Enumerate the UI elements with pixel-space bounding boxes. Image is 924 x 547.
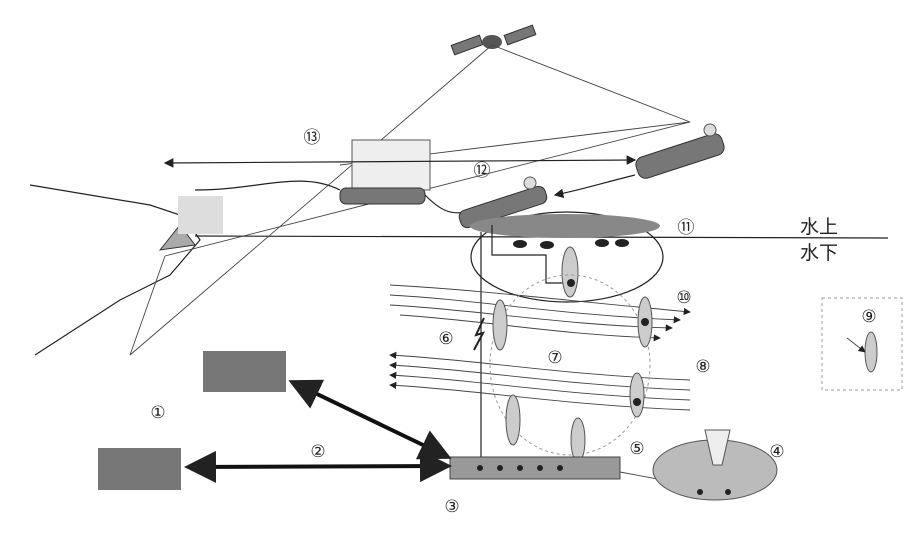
label-11: ⑪ [678, 218, 695, 238]
label-4: ④ [769, 442, 784, 462]
label-1: ① [150, 403, 165, 423]
remote-terminal-lower [98, 448, 181, 490]
coastline [30, 185, 200, 355]
label-13: ⑬ [304, 128, 321, 148]
label-6: ⑥ [438, 329, 453, 349]
label-3: ③ [444, 497, 459, 517]
label-10: ⑩ [676, 288, 691, 308]
label-below-water: 水下 [800, 242, 838, 264]
label-12: ⑫ [474, 161, 491, 181]
link-lower [188, 466, 448, 467]
label-above-water: 水上 [800, 216, 838, 238]
remote-terminal-upper [203, 351, 286, 392]
label-8: ⑧ [695, 357, 710, 377]
label-2: ② [310, 442, 325, 462]
shore-station [160, 196, 223, 250]
control-center [340, 140, 430, 204]
seabed-base-station [450, 457, 620, 479]
label-9: ⑨ [861, 307, 876, 327]
satellite-icon [451, 25, 536, 55]
label-5: ⑤ [629, 439, 644, 459]
label-7: ⑦ [547, 348, 562, 368]
